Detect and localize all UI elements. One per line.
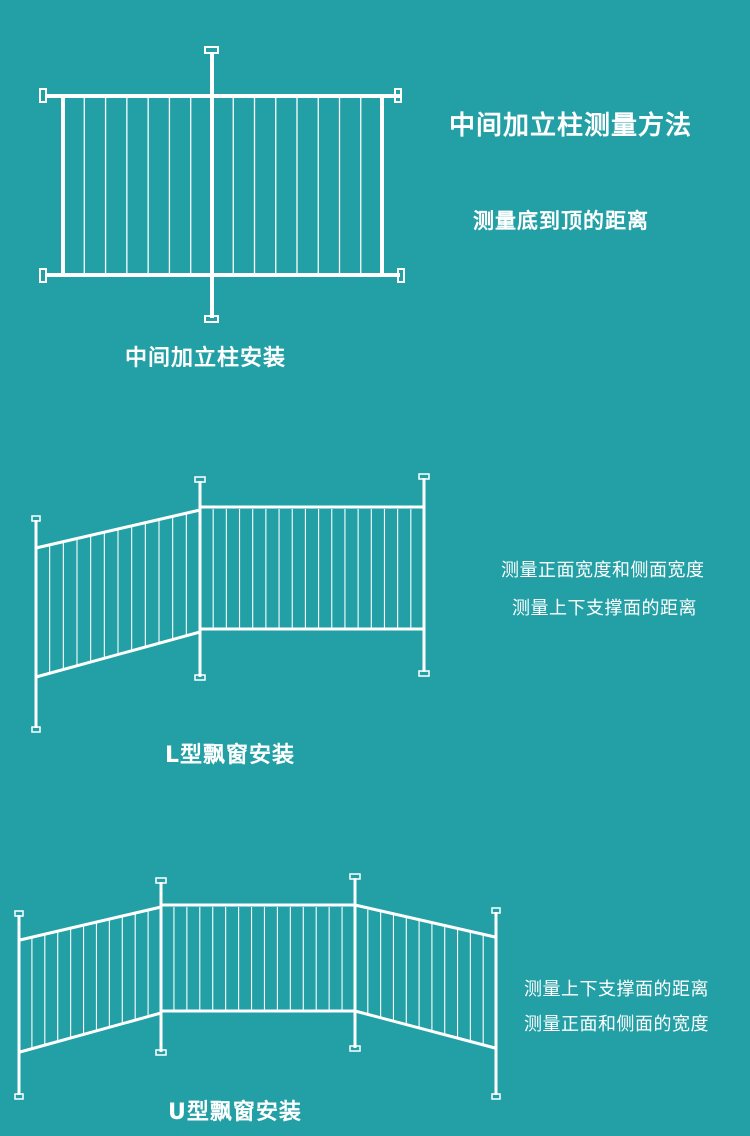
- section-instruction-line1: 测量正面宽度和侧面宽度: [501, 560, 705, 581]
- fence-l-shape-icon: [31, 473, 430, 733]
- section-instruction: 测量底到顶的距离: [473, 209, 649, 233]
- section-instruction-line1: 测量上下支撑面的距离: [524, 979, 709, 1000]
- section-instruction-line2: 测量正面和侧面的宽度: [524, 1014, 709, 1035]
- section-caption: U型飘窗安装: [168, 1100, 302, 1125]
- section-instruction-line2: 测量上下支撑面的距离: [512, 598, 697, 619]
- section-heading: 中间加立柱测量方法: [449, 111, 693, 141]
- section-caption: L型飘窗安装: [165, 743, 296, 768]
- fence-middle-post-icon: [39, 46, 405, 323]
- section-l-shape: 测量正面宽度和侧面宽度 测量上下支撑面的距离 L型飘窗安装: [31, 473, 705, 768]
- section-middle-post: 中间加立柱测量方法 测量底到顶的距离 中间加立柱安装: [0, 0, 750, 380]
- section-caption: 中间加立柱安装: [125, 346, 287, 371]
